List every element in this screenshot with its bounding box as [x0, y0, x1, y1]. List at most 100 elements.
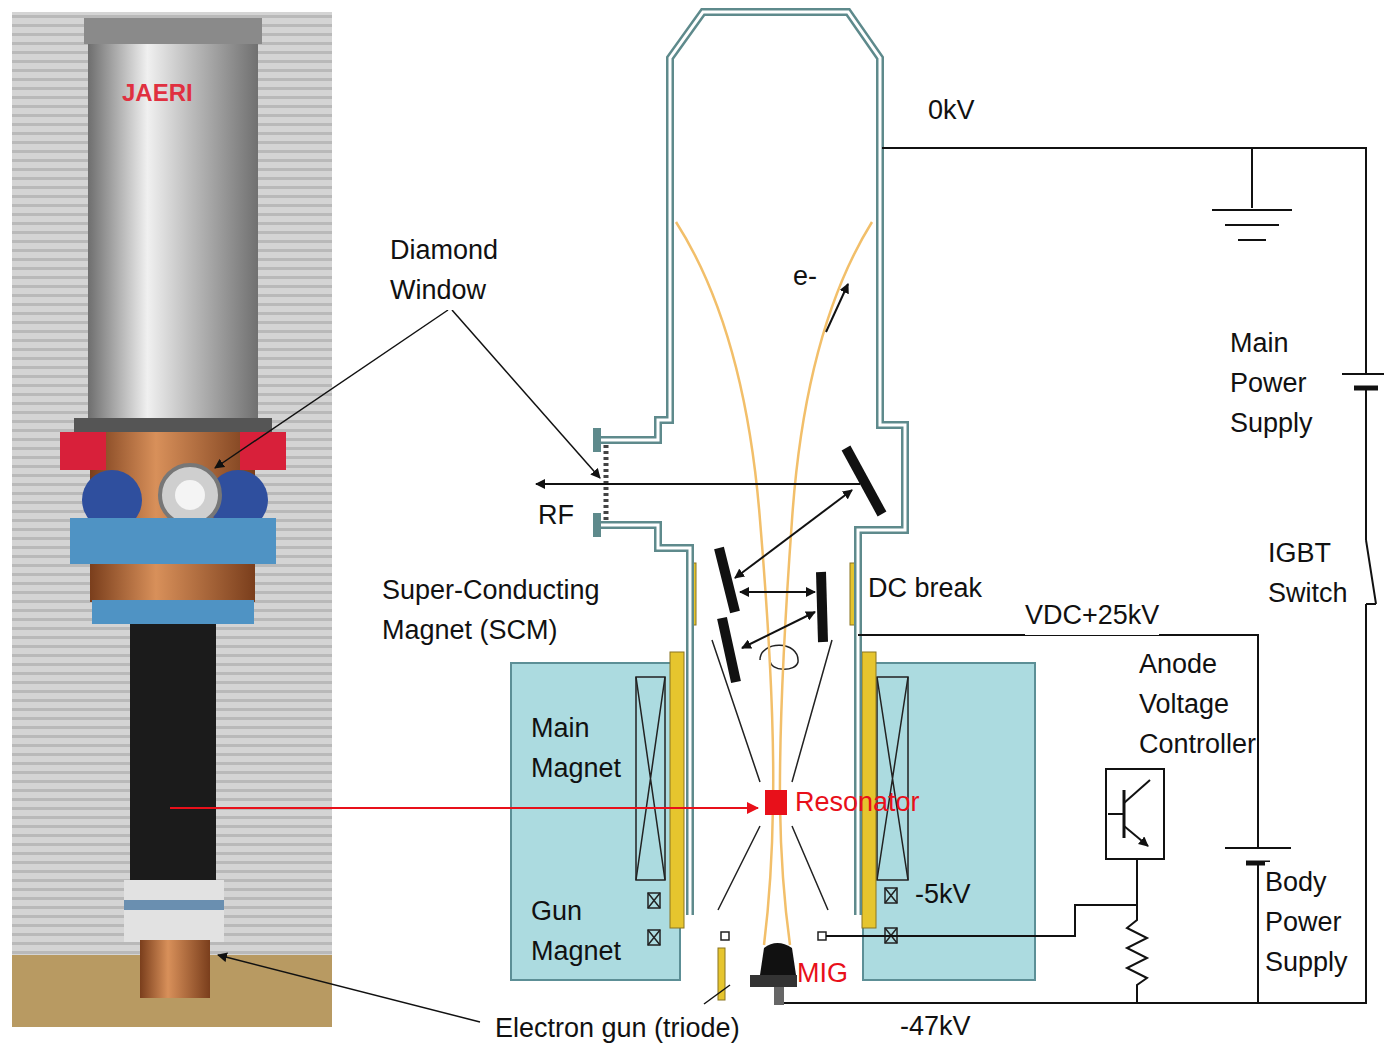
signal-label: RF — [538, 495, 574, 535]
mirror — [821, 572, 823, 642]
vessel-outline — [593, 428, 601, 537]
coil-symbol — [636, 677, 665, 880]
pointer-arrow — [170, 807, 758, 809]
device-photo — [60, 432, 106, 470]
brand-text: JAERI — [122, 78, 193, 108]
electron-beam — [676, 222, 872, 945]
rf-path — [536, 483, 860, 485]
vessel-outline — [597, 12, 905, 915]
rf-path — [740, 591, 815, 593]
device-photo — [92, 600, 254, 624]
igbt-switch — [1366, 540, 1376, 604]
electron-beam — [780, 222, 872, 945]
coil-symbol — [885, 888, 897, 903]
controller-label: Anode Voltage Controller — [1139, 644, 1289, 764]
device-photo — [88, 20, 258, 420]
ground-symbol — [1225, 224, 1279, 226]
mirror — [846, 448, 882, 514]
electron-arrow — [826, 284, 848, 332]
device-photo — [160, 465, 220, 525]
part-label: DC break — [868, 568, 982, 608]
device-photo — [124, 900, 224, 910]
part-label: Diamond Window — [390, 230, 520, 310]
igbt-switch — [1366, 603, 1376, 605]
device-photo — [130, 624, 216, 882]
ground-symbol — [1238, 239, 1266, 241]
electron-gun — [760, 943, 796, 975]
insulator-strip — [670, 652, 684, 928]
supply-label: Main Power Supply — [1230, 323, 1342, 443]
voltage-label: -5kV — [915, 874, 971, 914]
coil-symbol — [648, 893, 660, 908]
mirror — [719, 548, 735, 612]
battery-symbol — [1225, 847, 1291, 849]
device-photo — [12, 12, 332, 1027]
transistor-symbol — [1124, 826, 1148, 846]
circuit-wire — [1365, 390, 1367, 540]
device-photo — [74, 418, 272, 432]
rf-path — [735, 490, 852, 578]
coil-symbol — [885, 888, 897, 903]
rf-path — [742, 612, 815, 648]
circuit-wire — [1127, 858, 1147, 1003]
voltage-label: VDC+25kV — [1025, 595, 1159, 635]
vessel-outline — [597, 12, 905, 915]
diamond-window — [606, 445, 607, 520]
leader-line — [215, 303, 730, 1022]
circuit-wire — [826, 905, 1137, 936]
switch-label: IGBT Switch — [1268, 533, 1360, 613]
cavity-wall — [818, 932, 826, 940]
igbt-switch — [1366, 540, 1376, 604]
voltage-label: -47kV — [900, 1006, 971, 1046]
electron-beam — [676, 222, 773, 945]
cavity-wall — [792, 640, 832, 910]
cavity-wall — [760, 645, 798, 669]
coil-symbol — [877, 677, 908, 880]
magnet-label: Main Magnet — [531, 708, 639, 788]
vessel-outline — [597, 12, 905, 915]
leader-line — [704, 985, 730, 1004]
coil-symbol — [648, 930, 660, 945]
battery-symbol — [1354, 386, 1378, 391]
device-photo — [84, 18, 262, 44]
coil-symbol — [648, 930, 660, 945]
ground-symbol — [1212, 210, 1292, 240]
battery-symbol — [1225, 374, 1384, 863]
magnet-housing — [511, 663, 680, 980]
mirror — [722, 618, 736, 682]
resonator-box: Resonator — [765, 790, 787, 815]
supply-label: Body Power Supply — [1265, 862, 1363, 982]
part-label: Electron gun (triode) — [495, 1008, 740, 1048]
magnet-housing: -5kV — [863, 663, 1035, 980]
voltage-label: 0kV — [928, 90, 975, 130]
coil-symbol — [877, 677, 908, 880]
leader-line — [218, 955, 480, 1022]
transistor-symbol — [1108, 780, 1150, 846]
device-photo — [70, 518, 276, 564]
magnet-housing — [863, 663, 1035, 980]
device-photo — [240, 432, 286, 470]
leader-line — [452, 310, 600, 478]
part-label: Super-Conducting Magnet (SCM) — [382, 570, 652, 650]
electron-gun — [774, 987, 784, 1005]
circuit-wire — [784, 604, 1366, 1003]
device-photo — [12, 12, 332, 1027]
particle-label: e- — [793, 256, 817, 296]
device-photo — [140, 940, 210, 998]
controller-box: Anode Voltage Controller — [1105, 768, 1165, 860]
magnet-label: Gun Magnet — [531, 891, 639, 971]
leader-line — [215, 310, 448, 468]
coil-symbol — [648, 893, 660, 908]
coil-symbol — [636, 677, 665, 880]
transistor-symbol — [1108, 813, 1124, 815]
circuit-wire — [784, 148, 1366, 1003]
magnet-housing: Main MagnetGun Magnet — [511, 663, 680, 980]
battery-symbol — [1342, 373, 1384, 375]
transistor-symbol — [1124, 780, 1150, 803]
diamond-window — [604, 445, 609, 520]
device-photo — [175, 480, 205, 510]
resonator-label: Resonator — [795, 782, 920, 822]
circuit-wire — [1251, 148, 1253, 208]
